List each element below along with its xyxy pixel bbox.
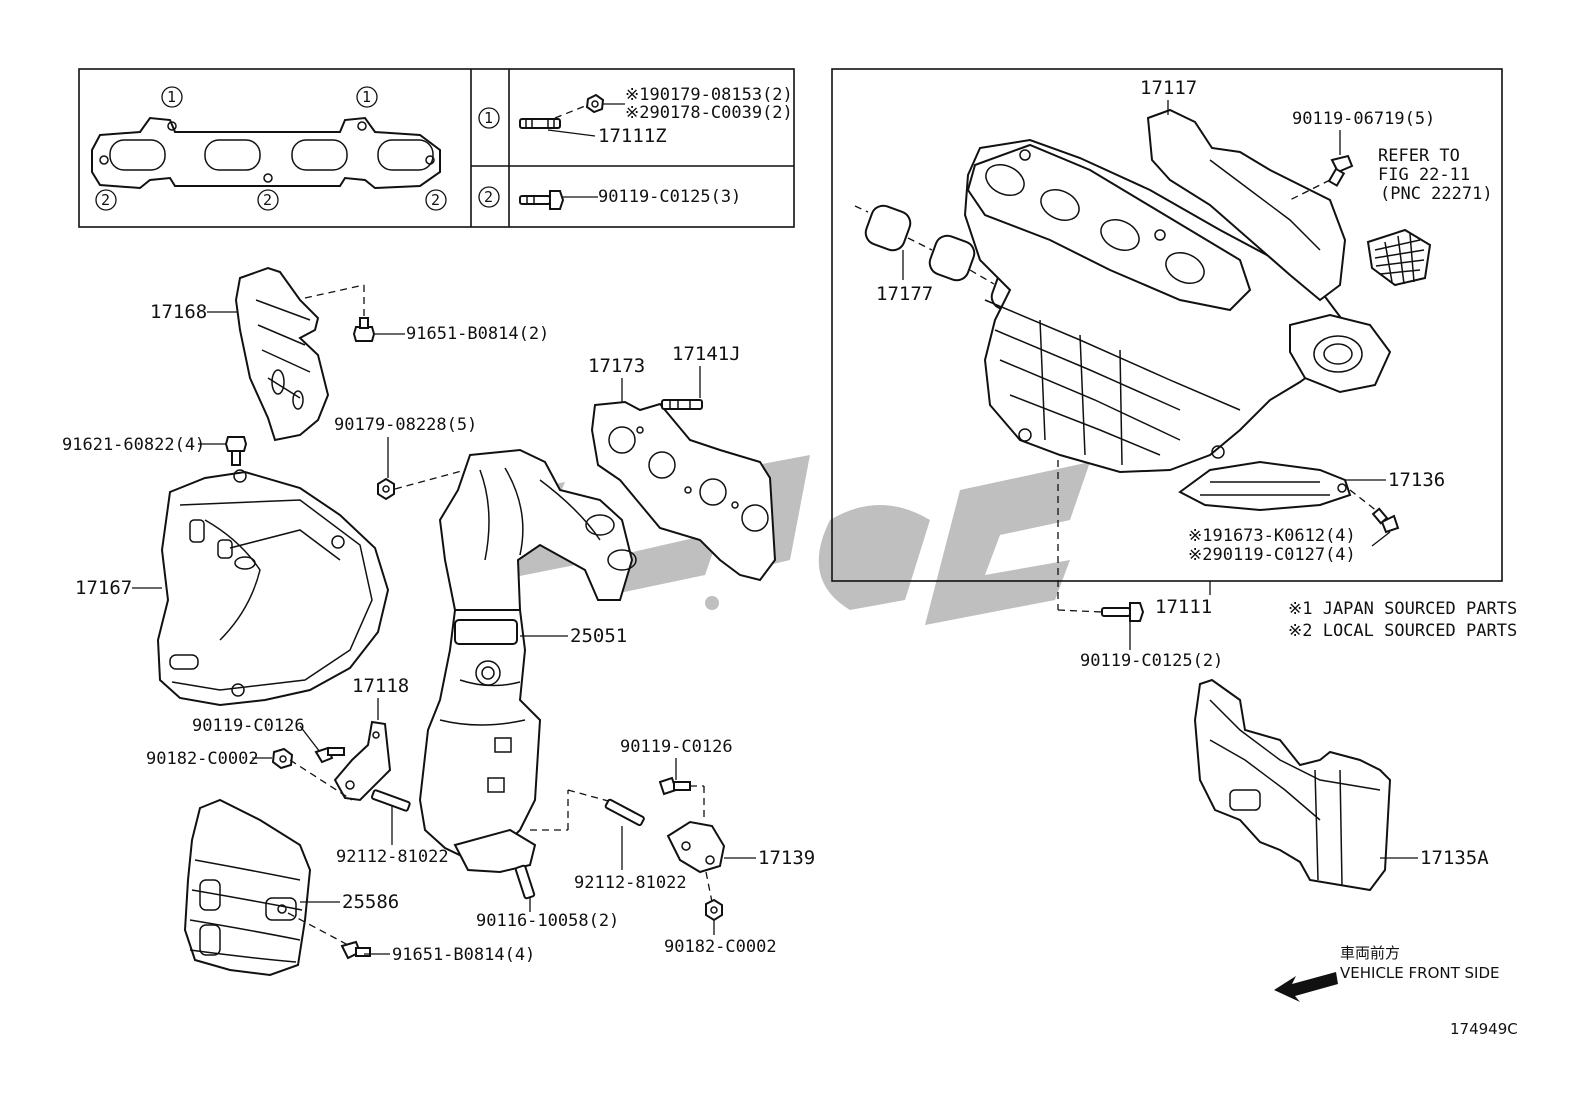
lower-insulator-25586: [183, 798, 312, 977]
mark-1-label: 1: [362, 88, 371, 106]
vehicle-front-label: VEHICLE FRONT SIDE: [1340, 964, 1500, 982]
cover-17117: [1146, 108, 1347, 302]
row2-mark: 2: [478, 186, 500, 208]
screen-filter-icon: [1366, 228, 1432, 287]
label-17173: 17173: [588, 355, 645, 377]
exhaust-manifold-25051: [418, 448, 637, 874]
mark-2-label: 2: [101, 191, 110, 209]
mark-2-circle: 2: [95, 189, 117, 211]
label-90116-10058: 90116-10058(2): [476, 911, 619, 931]
mark-2-label: 2: [431, 191, 440, 209]
stud-bolt-icon: [519, 118, 561, 129]
gasket-inset-table: 1 1 2 2 2 1: [78, 68, 795, 228]
bracket-17136: [1178, 460, 1352, 512]
stud-bolt-icon: [370, 789, 411, 812]
bolt-icon: [1101, 602, 1145, 622]
label-91621-60822: 91621-60822(4): [62, 435, 205, 455]
mark-2-circle: 2: [425, 189, 447, 211]
label-90119-c0125-2: 90119-C0125(2): [1080, 651, 1223, 671]
label-17118: 17118: [352, 675, 409, 697]
vehicle-front-jp: 車両前方: [1340, 944, 1400, 962]
intake-manifold-box: 17177 17117: [831, 68, 1503, 582]
mark-1-label: 1: [167, 88, 176, 106]
arrow-left-icon: [1274, 972, 1338, 1002]
label-17111: 17111: [1155, 596, 1212, 618]
gasket-17173: [590, 400, 777, 582]
label-17135a: 17135A: [1420, 847, 1489, 869]
label-17177: 17177: [876, 283, 933, 305]
bolt-icon: [340, 940, 371, 960]
row1-mark: 1: [478, 107, 500, 129]
gasket-drawing: [91, 116, 441, 190]
label-92112-81022-b: 92112-81022: [574, 873, 687, 893]
label-17167: 17167: [75, 577, 132, 599]
label-92112-81022-a: 92112-81022: [336, 847, 449, 867]
mark-2-circle: 2: [257, 189, 279, 211]
row1-note-a: ※190179-08153(2): [625, 85, 793, 105]
refer-line-1: REFER TO: [1378, 146, 1460, 166]
row1-note-b: ※290178-C0039(2): [625, 103, 793, 123]
stud-bolt-icon: [604, 798, 645, 827]
note-local-sourced: ※2 LOCAL SOURCED PARTS: [1288, 621, 1517, 641]
bolt-icon: [1327, 154, 1354, 187]
bracket-17118: [333, 720, 392, 802]
mark-1-circle: 1: [356, 86, 378, 108]
manifold-body: [963, 138, 1392, 474]
row1-part-number: 17111Z: [598, 125, 667, 147]
svg-text:2: 2: [484, 188, 493, 206]
label-17136: 17136: [1388, 469, 1445, 491]
label-25051: 25051: [570, 625, 627, 647]
bolt-icon: [314, 746, 345, 764]
bracket-17139: [666, 820, 726, 874]
label-90182-c0002-a: 90182-C0002: [146, 749, 259, 769]
label-91651-b0814-4: 91651-B0814(4): [392, 945, 535, 965]
refer-line-2: FIG 22-11: [1378, 165, 1470, 185]
note-japan-sourced: ※1 JAPAN SOURCED PARTS: [1288, 599, 1517, 619]
label-25586: 25586: [342, 891, 399, 913]
insulator-17135a: [1193, 678, 1392, 892]
label-17141j: 17141J: [672, 343, 741, 365]
label-91673-k0612: ※191673-K0612(4): [1188, 526, 1356, 546]
nut-icon: [585, 93, 605, 114]
row2-part-number: 90119-C0125(3): [598, 187, 741, 207]
label-90182-c0002-b: 90182-C0002: [664, 937, 777, 957]
stud-bolt-icon: [661, 399, 703, 410]
bolt-icon: [352, 317, 376, 342]
bolt-icon: [224, 436, 248, 466]
bolt-icon: [1371, 507, 1400, 534]
label-90119-06719: 90119-06719(5): [1292, 109, 1435, 129]
label-17168: 17168: [150, 301, 207, 323]
mark-2-label: 2: [263, 191, 272, 209]
heat-insulator-17168: [234, 266, 330, 442]
figure-id: 174949C: [1450, 1020, 1518, 1038]
nut-icon: [377, 477, 395, 501]
label-90119-c0127: ※290119-C0127(4): [1188, 545, 1356, 565]
label-90119-c0126-a: 90119-C0126: [192, 716, 305, 736]
nut-icon: [705, 898, 723, 922]
mark-1-circle: 1: [161, 86, 183, 108]
label-91651-b0814-2: 91651-B0814(2): [406, 324, 549, 344]
manifold-insulator-17167: [156, 469, 390, 707]
label-17117: 17117: [1140, 77, 1197, 99]
nut-icon: [271, 747, 294, 770]
refer-line-3: (PNC 22271): [1380, 184, 1493, 204]
svg-text:1: 1: [484, 109, 493, 127]
label-90119-c0126-b: 90119-C0126: [620, 737, 733, 757]
bolt-icon: [658, 776, 691, 796]
label-90179-08228: 90179-08228(5): [334, 415, 477, 435]
label-17139: 17139: [758, 847, 815, 869]
bolt-icon: [519, 190, 565, 210]
stud-bolt-icon: [514, 864, 536, 900]
